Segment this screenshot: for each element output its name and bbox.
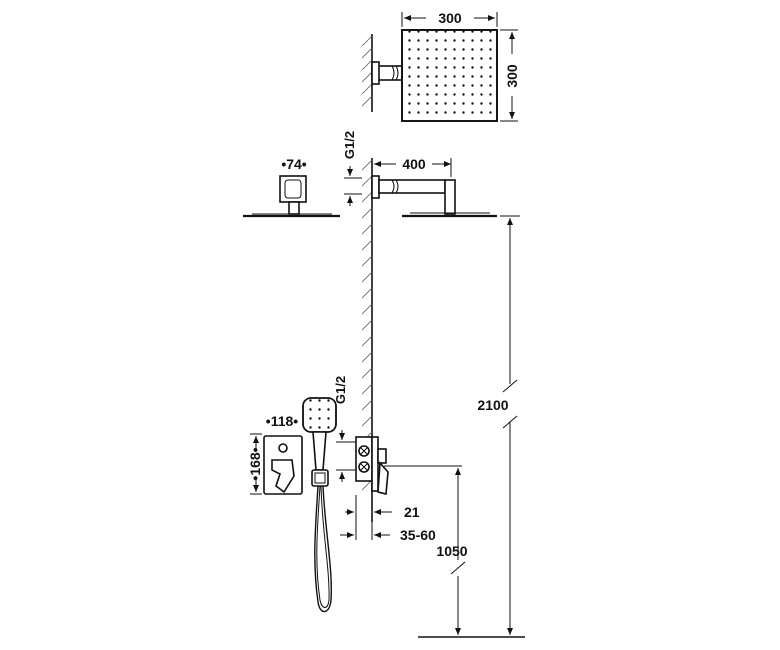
head-height-label: 300 [504,64,520,88]
thread-top-label: G1/2 [342,131,357,159]
shower-head-square [401,29,498,122]
head-height-dimension: 2100 [477,215,520,635]
install-depth-label: 35-60 [400,527,436,543]
cover-plate-detail: •74• [243,156,340,218]
mixer-width-label: •118• [266,413,298,429]
wall-hatch-top [361,35,373,107]
shower-arm-side-view: G1/2 400 [342,131,497,218]
head-floor-height-label: 2100 [477,397,508,413]
shower-head-top-view: 300 300 [361,10,520,122]
plate-depth-label: 21 [404,504,420,520]
hand-shower [302,397,337,613]
head-width-label: 300 [438,10,462,26]
mixer-floor-height-label: 1050 [436,543,467,559]
arm-length-label: 400 [402,156,426,172]
hand-shower-head [302,397,337,433]
depth-dimensions: 21 35-60 [340,495,436,543]
thread-bottom-label: G1/2 [333,376,348,404]
mixer-height-label: •168• [247,447,263,480]
cover-width-label: •74• [281,156,306,172]
mixer-front-view: •118• •168• [247,413,303,495]
mixer-side-view: G1/2 [333,376,389,496]
wall-hatch-main [361,159,373,491]
mixer-height-dimension: 1050 [384,465,468,635]
